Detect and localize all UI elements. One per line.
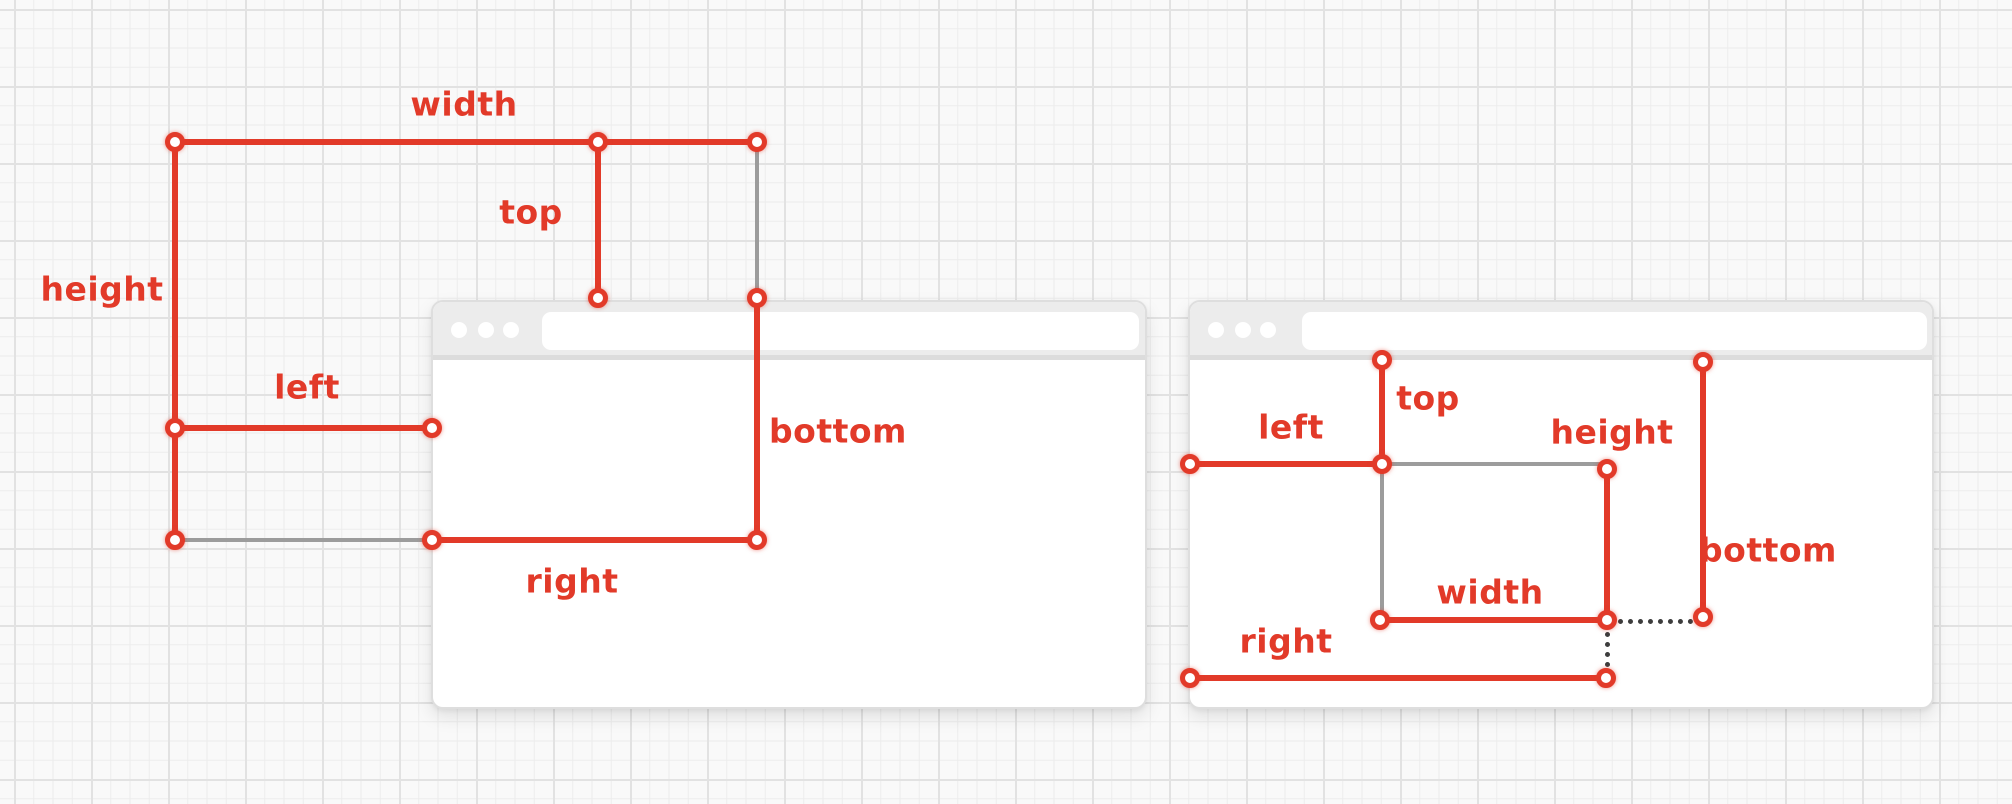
dotted-extension-horizontal [1618,618,1693,624]
measure-endpoint-circle [1179,453,1200,474]
browser-window-left [431,300,1147,709]
measure-endpoint-circle [164,131,185,152]
top-label-right-diagram: top [1396,378,1460,418]
window-header [433,302,1145,360]
left-measure-line-right-diagram [1190,461,1382,467]
window-control-dot-icon [503,322,519,338]
measure-endpoint-circle [1369,609,1390,630]
right-label-right-diagram: right [1239,621,1333,661]
dotted-extension-vertical [1604,632,1610,667]
measure-endpoint-circle [421,417,442,438]
element2-top-edge [1382,462,1605,466]
browser-window-right [1188,300,1934,709]
measure-endpoint-circle [421,529,442,550]
bottom-measure-line-left-diagram [754,298,760,540]
bottom-measure-line-right-diagram [1700,362,1706,617]
measure-endpoint-circle [746,131,767,152]
height-label-right-diagram: height [1550,412,1674,452]
right-label-left-diagram: right [525,561,619,601]
url-bar [1302,312,1927,350]
measure-endpoint-circle [164,417,185,438]
left-label-right-diagram: left [1258,407,1324,447]
bottom-label-left-diagram: bottom [769,411,907,451]
measure-endpoint-circle [1371,349,1392,370]
top-label-left-diagram: top [499,192,563,232]
height-label-left-diagram: height [40,269,164,309]
measure-endpoint-circle [587,131,608,152]
bottom-label-right-diagram: bottom [1699,530,1837,570]
width-label-right-diagram: width [1436,572,1544,612]
window-header [1190,302,1932,360]
measure-endpoint-circle [1371,453,1392,474]
measure-endpoint-circle [164,529,185,550]
measure-endpoint-circle [1692,351,1713,372]
element1-right-edge-clipped [755,142,759,298]
left-measure-line-left-diagram [175,425,432,431]
measure-endpoint-circle [746,529,767,550]
window-control-dot-icon [451,322,467,338]
element1-left-edge-height-line [172,142,178,540]
right-measure-line-right-diagram [1190,675,1606,681]
window-control-dot-icon [1235,322,1251,338]
url-bar [542,312,1139,350]
element2-left-edge [1380,464,1384,620]
measure-endpoint-circle [746,287,767,308]
top-measure-line-left-diagram [595,142,601,298]
element1-bottom-edge-clipped [175,538,432,542]
measure-endpoint-circle [1596,609,1617,630]
top-measure-line-right-diagram [1379,360,1385,464]
width-measure-line-right-diagram [1380,617,1607,623]
measure-endpoint-circle [1596,458,1617,479]
measure-endpoint-circle [587,287,608,308]
width-label-left-diagram: width [410,84,518,124]
measure-endpoint-circle [1595,667,1616,688]
right-measure-line-left-diagram [432,537,757,543]
height-measure-line-right-diagram [1604,469,1610,619]
element1-top-edge-width-line [175,139,757,145]
measure-endpoint-circle [1179,667,1200,688]
window-control-dot-icon [478,322,494,338]
measure-endpoint-circle [1692,606,1713,627]
window-control-dot-icon [1208,322,1224,338]
window-control-dot-icon [1260,322,1276,338]
left-label-left-diagram: left [274,367,340,407]
